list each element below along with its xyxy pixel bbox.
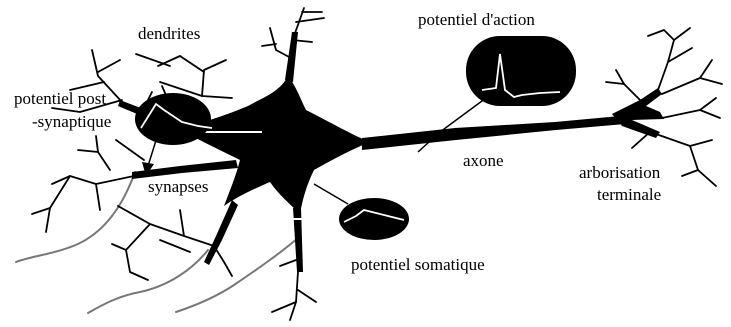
label-terminal-line1: arborisation	[579, 163, 661, 182]
axon-trunk	[362, 116, 625, 150]
label-action-potential: potentiel d'action	[418, 10, 535, 29]
label-postsyn-line2: -synaptique	[32, 112, 111, 131]
presynaptic-axon-right	[176, 238, 298, 312]
somatic-pointer-line	[314, 184, 348, 204]
label-axon: axone	[463, 151, 504, 170]
label-synapses: synapses	[148, 177, 208, 196]
label-postsyn-line1: potentiel post	[14, 89, 106, 108]
label-somatic-potential: potentiel somatique	[351, 255, 485, 274]
presynaptic-axon-left	[16, 172, 135, 262]
somatic-potential-inset	[339, 198, 409, 240]
action-potential-inset	[466, 36, 576, 106]
dendrite-trunk-southwest	[204, 200, 238, 265]
presynaptic-axon-center	[88, 250, 208, 313]
terminal-junction	[612, 88, 664, 138]
label-terminal-line2: terminale	[597, 185, 661, 204]
label-dendrites: dendrites	[138, 24, 200, 43]
